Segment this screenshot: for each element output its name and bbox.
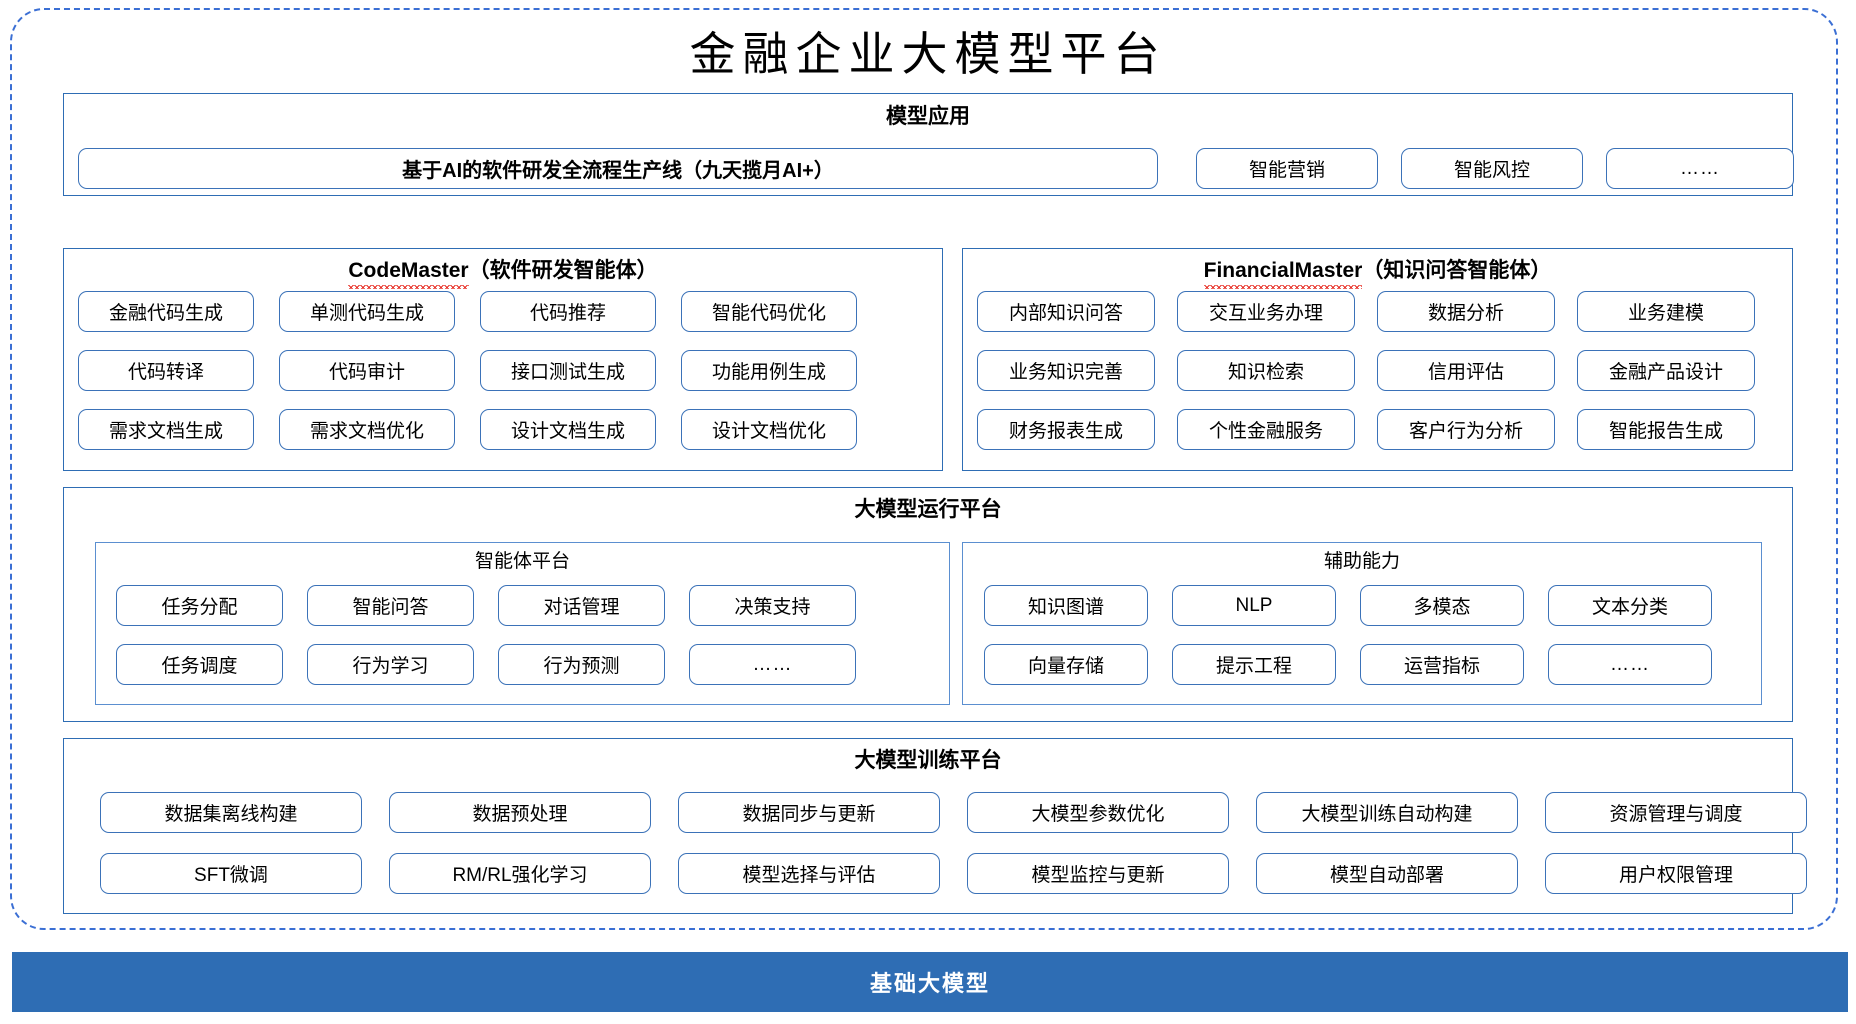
chip-code-master-1-1[interactable]: 金融代码生成 (78, 291, 254, 332)
chip-financial-master-3-1[interactable]: 财务报表生成 (977, 409, 1155, 450)
chip-auxiliary-1-1[interactable]: 知识图谱 (984, 585, 1148, 626)
base-model-bar-label: 基础大模型 (869, 971, 990, 996)
chip-financial-master-2-1[interactable]: 业务知识完善 (977, 350, 1155, 391)
chip-financial-master-2-4[interactable]: 金融产品设计 (1577, 350, 1755, 391)
page-title: 金融企业大模型平台 (689, 29, 1167, 80)
chip-training-1-4[interactable]: 大模型参数优化 (967, 792, 1229, 833)
chip-smart-risk-control[interactable]: 智能风控 (1401, 148, 1583, 189)
chip-training-1-6[interactable]: 资源管理与调度 (1545, 792, 1807, 833)
chip-financial-master-3-2[interactable]: 个性金融服务 (1177, 409, 1355, 450)
chip-agent-platform-2-1[interactable]: 任务调度 (116, 644, 283, 685)
chip-auxiliary-1-4[interactable]: 文本分类 (1548, 585, 1712, 626)
panel-runtime-platform-title: 大模型运行平台 (854, 498, 1002, 521)
chip-financial-master-1-2[interactable]: 交互业务办理 (1177, 291, 1355, 332)
financial-master-row-2: 业务知识完善 知识检索 信用评估 金融产品设计 (977, 350, 1755, 391)
chip-code-master-1-4[interactable]: 智能代码优化 (681, 291, 857, 332)
chip-agent-platform-1-2[interactable]: 智能问答 (307, 585, 474, 626)
panel-training-platform-title: 大模型训练平台 (854, 749, 1002, 772)
chip-training-1-5[interactable]: 大模型训练自动构建 (1256, 792, 1518, 833)
chip-code-master-3-3[interactable]: 设计文档生成 (480, 409, 656, 450)
chip-financial-master-1-1[interactable]: 内部知识问答 (977, 291, 1155, 332)
chip-code-master-2-3[interactable]: 接口测试生成 (480, 350, 656, 391)
chip-smart-marketing[interactable]: 智能营销 (1196, 148, 1378, 189)
chip-code-master-1-2[interactable]: 单测代码生成 (279, 291, 455, 332)
chip-financial-master-1-4[interactable]: 业务建模 (1577, 291, 1755, 332)
base-model-bar: 基础大模型 (12, 952, 1848, 1012)
chip-training-2-5[interactable]: 模型自动部署 (1256, 853, 1518, 894)
chip-code-master-3-4[interactable]: 设计文档优化 (681, 409, 857, 450)
chip-financial-master-1-3[interactable]: 数据分析 (1377, 291, 1555, 332)
chip-code-master-2-4[interactable]: 功能用例生成 (681, 350, 857, 391)
chip-auxiliary-2-3[interactable]: 运营指标 (1360, 644, 1524, 685)
chip-agent-platform-2-3[interactable]: 行为预测 (498, 644, 665, 685)
chip-training-2-3[interactable]: 模型选择与评估 (678, 853, 940, 894)
code-master-row-3: 需求文档生成 需求文档优化 设计文档生成 设计文档优化 (78, 409, 857, 450)
training-platform-row-1: 数据集离线构建 数据预处理 数据同步与更新 大模型参数优化 大模型训练自动构建 … (100, 792, 1807, 833)
subpanel-agent-platform-title: 智能体平台 (474, 551, 570, 572)
financial-master-row-1: 内部知识问答 交互业务办理 数据分析 业务建模 (977, 291, 1755, 332)
chip-auxiliary-2-2[interactable]: 提示工程 (1172, 644, 1336, 685)
chip-training-1-3[interactable]: 数据同步与更新 (678, 792, 940, 833)
chip-agent-platform-1-4[interactable]: 决策支持 (689, 585, 856, 626)
chip-training-2-1[interactable]: SFT微调 (100, 853, 362, 894)
chip-financial-master-2-3[interactable]: 信用评估 (1377, 350, 1555, 391)
auxiliary-capability-row-2: 向量存储 提示工程 运营指标 …… (984, 644, 1712, 685)
chip-code-master-3-1[interactable]: 需求文档生成 (78, 409, 254, 450)
chip-training-1-2[interactable]: 数据预处理 (389, 792, 651, 833)
chip-training-2-4[interactable]: 模型监控与更新 (967, 853, 1229, 894)
chip-auxiliary-2-4[interactable]: …… (1548, 644, 1712, 685)
code-master-row-2: 代码转译 代码审计 接口测试生成 功能用例生成 (78, 350, 857, 391)
panel-financial-master-title-en: FinancialMaster (1203, 259, 1363, 289)
chip-financial-master-3-3[interactable]: 客户行为分析 (1377, 409, 1555, 450)
chip-auxiliary-2-1[interactable]: 向量存储 (984, 644, 1148, 685)
chip-agent-platform-2-4[interactable]: …… (689, 644, 856, 685)
diagram-outer-frame (10, 8, 1838, 930)
chip-ai-sdlc-pipeline[interactable]: 基于AI的软件研发全流程生产线（九天揽月AI+） (78, 148, 1158, 189)
chip-code-master-3-2[interactable]: 需求文档优化 (279, 409, 455, 450)
chip-code-master-2-1[interactable]: 代码转译 (78, 350, 254, 391)
chip-training-2-6[interactable]: 用户权限管理 (1545, 853, 1807, 894)
agent-platform-row-1: 任务分配 智能问答 对话管理 决策支持 (116, 585, 856, 626)
panel-financial-master-title-cn: （知识问答智能体） (1362, 259, 1552, 282)
panel-code-master-title-en: CodeMaster (348, 259, 469, 289)
panel-model-application-title: 模型应用 (886, 105, 970, 128)
chip-financial-master-3-4[interactable]: 智能报告生成 (1577, 409, 1755, 450)
panel-code-master-title: CodeMaster（软件研发智能体） (64, 258, 942, 289)
chip-auxiliary-1-3[interactable]: 多模态 (1360, 585, 1524, 626)
chip-agent-platform-1-3[interactable]: 对话管理 (498, 585, 665, 626)
training-platform-row-2: SFT微调 RM/RL强化学习 模型选择与评估 模型监控与更新 模型自动部署 用… (100, 853, 1807, 894)
chip-agent-platform-2-2[interactable]: 行为学习 (307, 644, 474, 685)
financial-master-row-3: 财务报表生成 个性金融服务 客户行为分析 智能报告生成 (977, 409, 1755, 450)
subpanel-auxiliary-capability-title: 辅助能力 (1323, 551, 1400, 572)
code-master-row-1: 金融代码生成 单测代码生成 代码推荐 智能代码优化 (78, 291, 857, 332)
auxiliary-capability-row-1: 知识图谱 NLP 多模态 文本分类 (984, 585, 1712, 626)
chip-code-master-1-3[interactable]: 代码推荐 (480, 291, 656, 332)
chip-agent-platform-1-1[interactable]: 任务分配 (116, 585, 283, 626)
panel-financial-master-title: FinancialMaster（知识问答智能体） (963, 258, 1792, 289)
chip-auxiliary-1-2[interactable]: NLP (1172, 585, 1336, 626)
chip-financial-master-2-2[interactable]: 知识检索 (1177, 350, 1355, 391)
chip-training-1-1[interactable]: 数据集离线构建 (100, 792, 362, 833)
chip-code-master-2-2[interactable]: 代码审计 (279, 350, 455, 391)
panel-code-master-title-cn: （软件研发智能体） (468, 259, 658, 282)
chip-model-application-more[interactable]: …… (1606, 148, 1794, 189)
agent-platform-row-2: 任务调度 行为学习 行为预测 …… (116, 644, 856, 685)
chip-training-2-2[interactable]: RM/RL强化学习 (389, 853, 651, 894)
